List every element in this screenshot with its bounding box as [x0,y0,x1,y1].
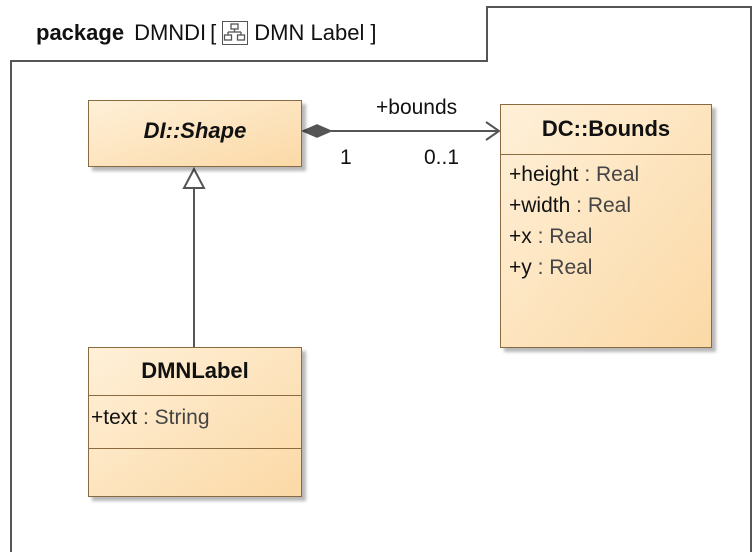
package-title: package DMNDI [ DMN Label ] [36,20,376,46]
diagram-name: DMN Label [254,20,365,45]
attribute-height: +height : Real [509,163,640,186]
class-di-shape[interactable]: DI::Shape [88,100,302,167]
target-multiplicity: 0..1 [424,146,460,169]
attribute-x: +x : Real [509,225,593,248]
generalization-arrowhead [182,166,206,189]
attribute-compartment: +height : Real +width : Real +x : Real +… [501,155,711,287]
class-dmn-label[interactable]: DMNLabel +text : String [88,347,302,497]
package-keyword: package [36,20,125,45]
navigability-arrowhead [485,121,501,141]
composition-diamond [301,124,333,138]
class-name: DI::Shape [143,118,247,143]
class-name: DC::Bounds [501,105,711,155]
class-diagram-icon [222,21,249,45]
association-role: +bounds [376,96,458,119]
close-bracket: ] [370,20,377,45]
open-bracket: [ [210,20,217,45]
package-name: DMNDI [134,20,207,45]
class-name: DMNLabel [89,348,301,396]
attribute-y: +y : Real [509,256,593,279]
attribute-text: +text : String [91,406,210,429]
attribute-width: +width : Real [509,194,632,217]
package-tab: package DMNDI [ DMN Label ] [10,6,488,62]
attribute-compartment: +text : String [89,396,301,449]
source-multiplicity: 1 [340,146,352,169]
class-dc-bounds[interactable]: DC::Bounds +height : Real +width : Real … [500,104,712,348]
